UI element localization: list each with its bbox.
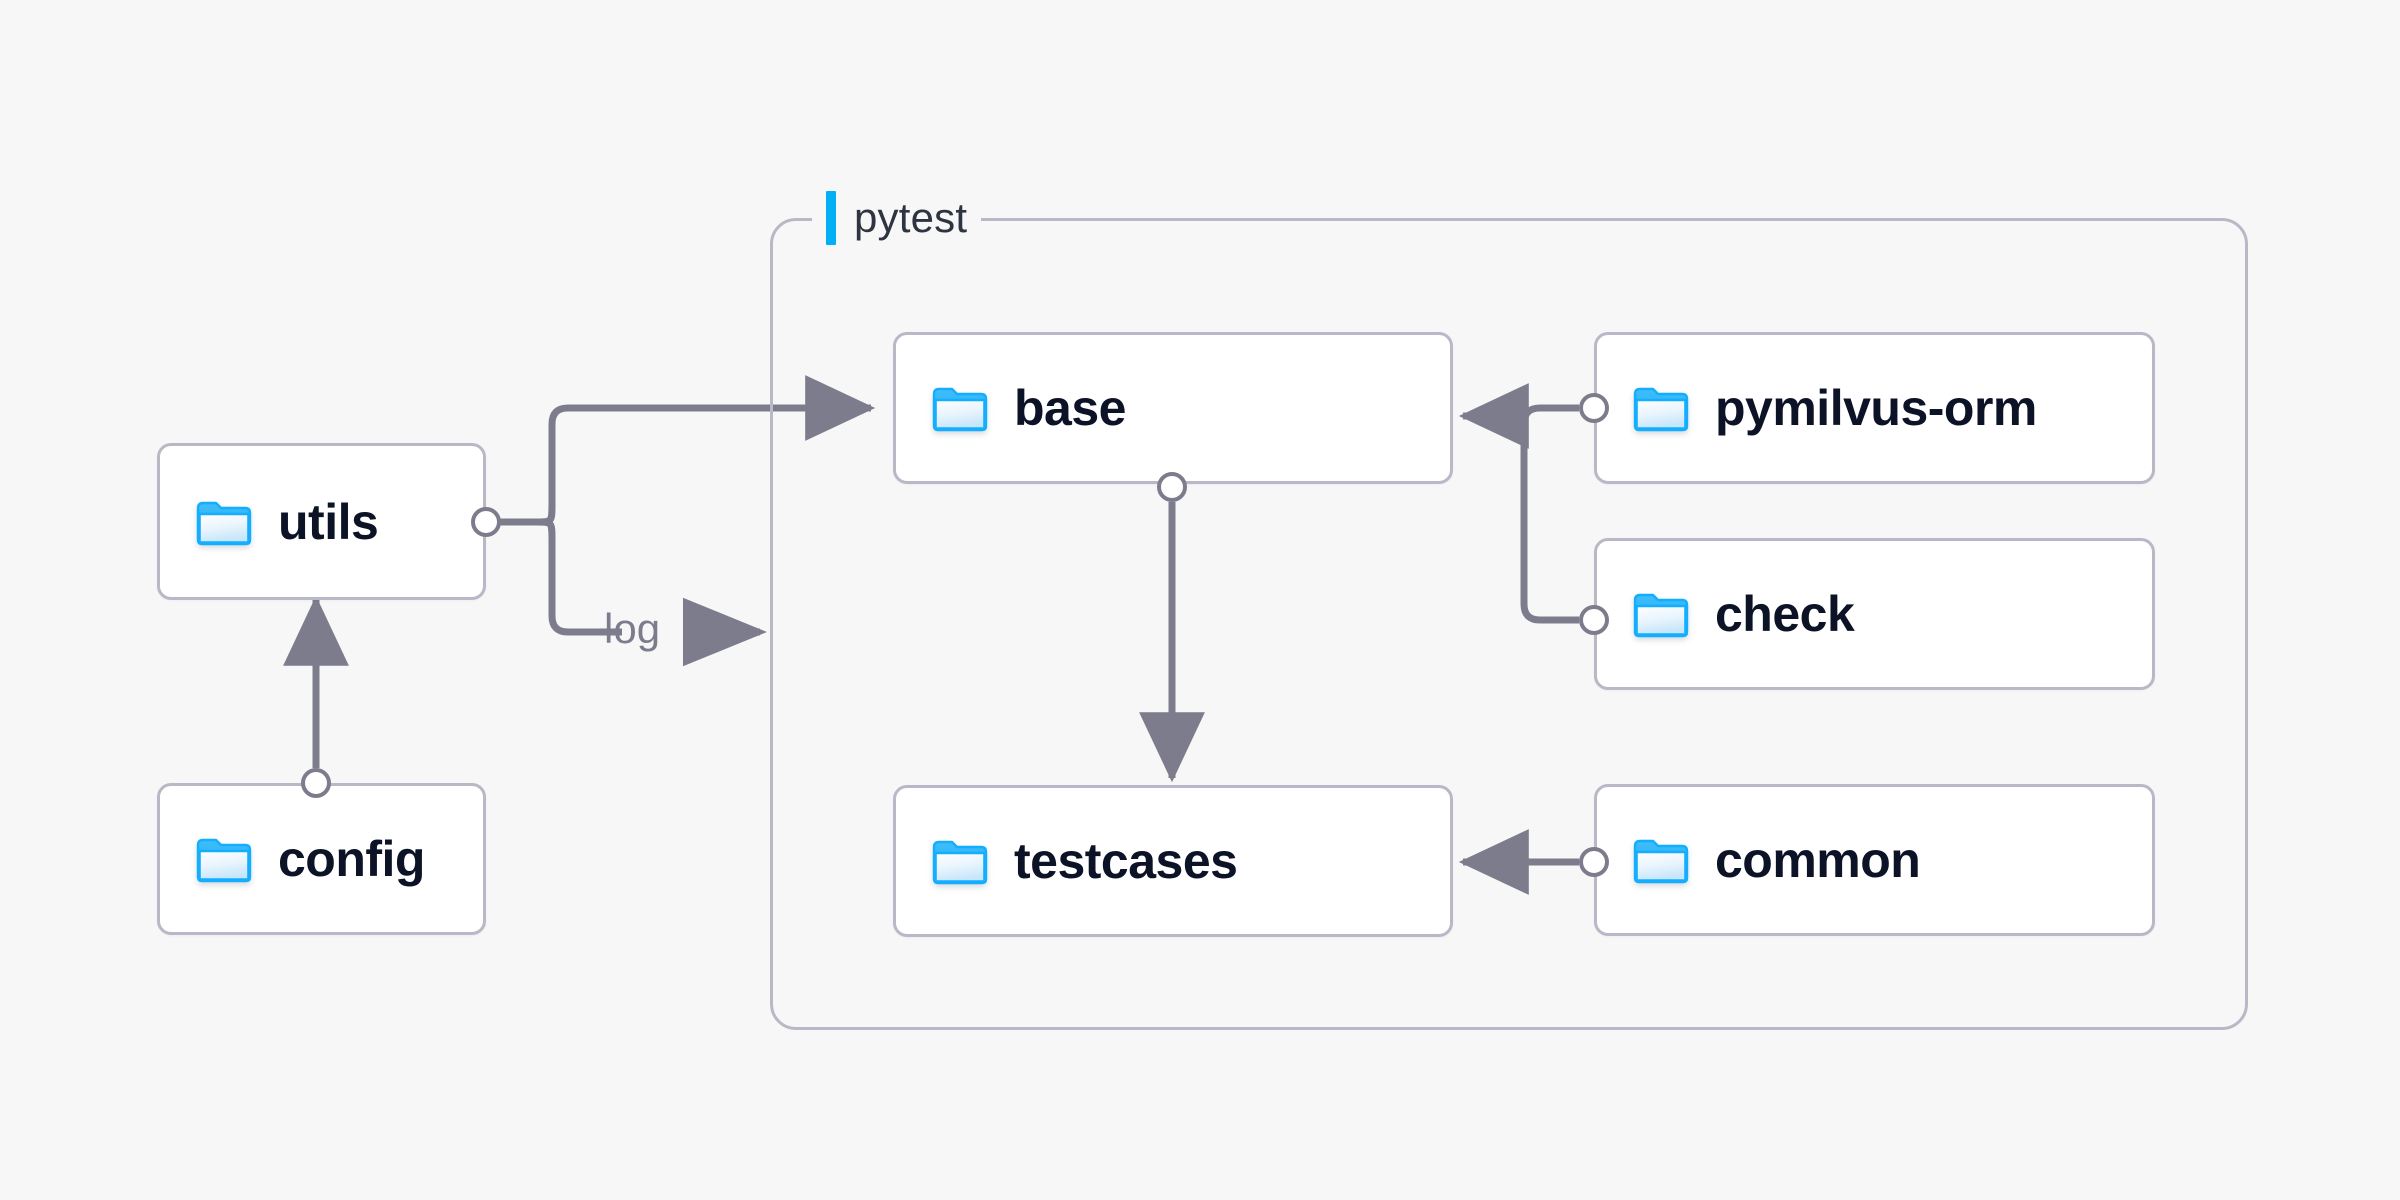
- node-config[interactable]: config: [157, 783, 486, 935]
- folder-icon: [196, 501, 252, 545]
- folder-icon: [196, 838, 252, 883]
- folder-icon: [1633, 387, 1689, 432]
- folder-icon: [932, 387, 988, 432]
- node-label: check: [1715, 586, 1855, 642]
- port-common-left[interactable]: [1579, 847, 1609, 877]
- node-label: config: [278, 831, 425, 887]
- group-title: pytest: [854, 194, 968, 241]
- folder-icon: [1633, 839, 1689, 884]
- group-pytest[interactable]: [770, 218, 2248, 1030]
- node-label: utils: [278, 493, 379, 550]
- node-label: testcases: [1014, 833, 1238, 889]
- port-config-top[interactable]: [301, 768, 331, 798]
- node-label: pymilvus-orm: [1715, 380, 2037, 436]
- node-label: common: [1715, 832, 1921, 888]
- node-common[interactable]: common: [1594, 784, 2155, 936]
- node-testcases[interactable]: testcases: [893, 785, 1453, 937]
- port-utils-right[interactable]: [471, 507, 501, 537]
- accent-bar-icon: [826, 191, 836, 245]
- port-check-left[interactable]: [1579, 605, 1609, 635]
- node-label: base: [1014, 380, 1126, 436]
- folder-icon: [932, 840, 988, 885]
- node-utils[interactable]: utils: [157, 443, 486, 600]
- group-pytest-label: pytest: [812, 191, 982, 245]
- node-pymilvus-orm[interactable]: pymilvus-orm: [1594, 332, 2155, 484]
- node-base[interactable]: base: [893, 332, 1453, 484]
- port-pymilvus-orm-left[interactable]: [1579, 393, 1609, 423]
- edge-label-log: log: [604, 605, 661, 652]
- node-check[interactable]: check: [1594, 538, 2155, 690]
- port-base-bottom[interactable]: [1157, 472, 1187, 502]
- folder-icon: [1633, 593, 1689, 638]
